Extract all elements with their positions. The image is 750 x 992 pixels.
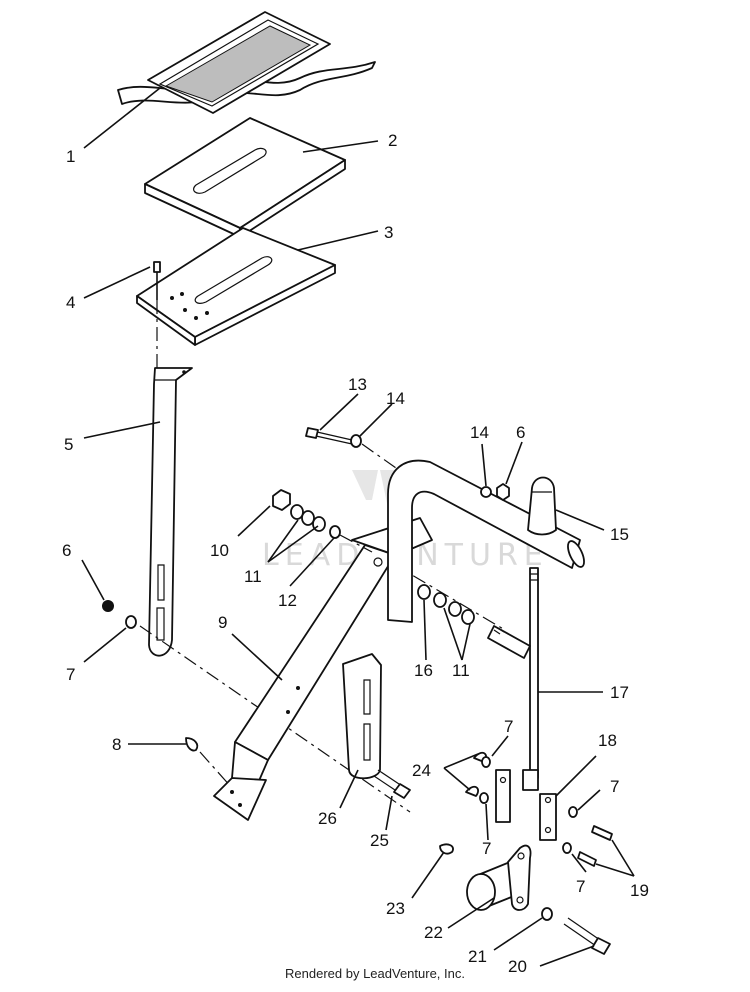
- callout-19: 19: [630, 881, 649, 900]
- part-16-washer: [417, 584, 431, 600]
- callout-10: 10: [210, 541, 229, 560]
- part-2-pad: [144, 117, 346, 238]
- part-20-bolt: [563, 917, 611, 955]
- callout-3: 3: [384, 223, 393, 242]
- part-4-screw: [153, 261, 161, 372]
- callout-25: 25: [370, 831, 389, 850]
- part-15-knob: [527, 476, 557, 536]
- part-7-washer-left: [125, 615, 137, 629]
- callout-9: 9: [218, 613, 227, 632]
- part-21-washer: [541, 907, 553, 921]
- callout-5: 5: [64, 435, 73, 454]
- callout-6-left: 6: [62, 541, 71, 560]
- part-14-washer-right: [480, 486, 492, 498]
- part-8-pin: [185, 737, 233, 789]
- footer-credit: Rendered by LeadVenture, Inc.: [285, 966, 465, 981]
- part-3-pedal-plate: [136, 227, 336, 346]
- part-26-plate: [342, 653, 382, 780]
- callout-8: 8: [112, 735, 121, 754]
- part-11-washers-lower: [433, 592, 475, 625]
- callout-11-upper: 11: [244, 567, 262, 586]
- part-5-pedal-arm: [148, 367, 193, 657]
- part-12-washer: [329, 525, 341, 539]
- stud: [487, 625, 531, 659]
- callout-16: 16: [414, 661, 433, 680]
- callout-6-right: 6: [516, 423, 525, 442]
- part-22-roller-bracket: [466, 844, 532, 911]
- callout-23: 23: [386, 899, 405, 918]
- part-13-bolt: [305, 427, 353, 445]
- part-11-washers-upper: [290, 504, 326, 532]
- part-6-nut-left: [102, 600, 114, 612]
- callout-4: 4: [66, 293, 75, 312]
- callout-21: 21: [468, 947, 487, 966]
- part-18-link-plates: [495, 769, 557, 841]
- callout-14-left: 14: [386, 389, 405, 408]
- part-1-floor-plate: [117, 11, 376, 114]
- callout-22: 22: [424, 923, 443, 942]
- callout-13: 13: [348, 375, 367, 394]
- part-25-bolt: [373, 769, 411, 799]
- part-23-pin: [439, 843, 454, 855]
- callout-15: 15: [610, 525, 629, 544]
- callout-7-right-lower: 7: [576, 877, 585, 896]
- part-6-nut-right: [496, 483, 510, 501]
- callout-18: 18: [598, 731, 617, 750]
- callout-14-right: 14: [470, 423, 489, 442]
- callout-17: 17: [610, 683, 629, 702]
- callout-7-center: 7: [482, 839, 491, 858]
- callouts: 1 2 3 4 5 6 7 8 9 10 11 12 13 14 14 6 15…: [62, 131, 649, 976]
- callout-2: 2: [388, 131, 397, 150]
- part-19-pins: [577, 825, 613, 867]
- callout-26: 26: [318, 809, 337, 828]
- callout-11-lower: 11: [452, 661, 470, 680]
- part-17-rod: [522, 567, 539, 791]
- callout-7-left: 7: [66, 665, 75, 684]
- callout-12: 12: [278, 591, 297, 610]
- part-7-washers-right: [479, 756, 578, 854]
- callout-7-rod: 7: [504, 717, 513, 736]
- callout-24: 24: [412, 761, 431, 780]
- leader-lines: [81, 87, 635, 967]
- callout-7-right-upper: 7: [610, 777, 619, 796]
- part-10-nut: [272, 489, 291, 511]
- callout-20: 20: [508, 957, 527, 976]
- callout-1: 1: [66, 147, 75, 166]
- part-14-washer-left: [350, 434, 362, 448]
